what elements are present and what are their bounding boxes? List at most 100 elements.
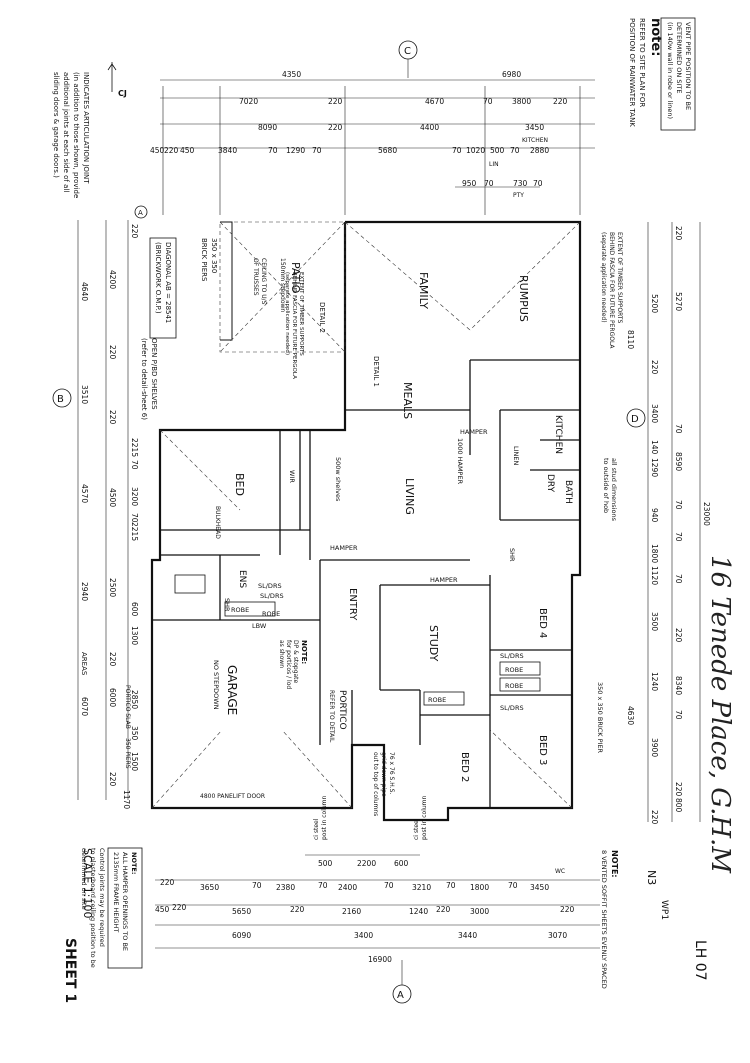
patio-note: 150mm stepdown — [279, 258, 286, 312]
cj-note-line: (in addition to those shown, provide — [72, 72, 80, 198]
dim-top-r1: 6980 — [502, 70, 521, 79]
dim-bottom-r3: 1240 — [409, 907, 428, 916]
cj-arrow-icon: CJ — [107, 62, 127, 98]
robe-bed2: ROBE — [428, 696, 446, 704]
site-address: 16 Tenede Place, G.H.M — [705, 555, 735, 874]
vent-note-line: DETERMINED ON SITE — [675, 22, 683, 93]
control-note-line: determined on site — [80, 848, 88, 910]
dim-left-outer: 4640 — [80, 282, 89, 301]
control-joint-note: Control joints may be required to plaste… — [80, 848, 106, 968]
vent-note-line: (in 140w wall in robe or linen) — [666, 22, 674, 119]
dim-bottom-r2: 3210 — [412, 883, 431, 892]
articulation-joint-note: INDICATES ARTICULATION JOINT (in additio… — [52, 72, 90, 198]
sl-drs-bed4: SL/DRS — [500, 652, 524, 660]
grid-bubble-d — [626, 408, 646, 428]
pergola-l-line: EXTENT OF TIMBER SUPPORTS — [298, 272, 304, 356]
room-kitchen: KITCHEN — [553, 415, 563, 454]
dim-bottom-r2: 70 — [252, 881, 262, 890]
dim-right-mid: 1120 — [650, 566, 659, 585]
post-note-line: grid down pipe — [380, 752, 387, 797]
shelves-500-label: 500w shelves — [334, 457, 342, 502]
ci-post-bot-line: ci steel — [413, 818, 420, 840]
room-rumpus: RUMPUS — [517, 275, 530, 322]
grid-bubble-a-top — [134, 205, 148, 219]
right-dimensions: 5270 8590 8340 23000 5200 220 8110 3400 … — [626, 222, 711, 825]
dim-right-mid: 220 — [650, 810, 659, 825]
top-dimensions: 4350 6980 7020 220 4670 70 3800 220 8090… — [150, 70, 595, 215]
dim-right-mid: 5200 — [650, 294, 659, 313]
sl-drs-ens: SL/DRS — [260, 592, 284, 600]
dim-top-r5: 730 — [513, 179, 528, 188]
dim-right-inner: 70 — [674, 532, 683, 542]
dim-top-r3: 4400 — [420, 123, 439, 132]
dim-bottom-r2: 2400 — [338, 883, 357, 892]
brick-piers-note: 350 x 350 BRICK PIERS — [200, 238, 218, 282]
dim-bottom-r1: 600 — [394, 859, 409, 868]
dim-top-r2: 220 — [553, 97, 568, 106]
tank-note-line: POSITION OF RAINWATER TANK — [628, 18, 636, 127]
dim-top-r5: 70 — [533, 179, 543, 188]
dim-bottom-r3: 220 — [290, 905, 305, 914]
dim-right-inner: 220 — [674, 628, 683, 643]
detail-2: DETAIL 2 — [318, 302, 326, 333]
dim-right-mid: 140 — [650, 440, 659, 455]
dim-right-inner: 70 — [674, 574, 683, 584]
dim-left-outer: 2940 — [80, 582, 89, 601]
dim-right-mid: 8110 — [626, 330, 635, 349]
dim-top-r4: 500 — [490, 146, 505, 155]
garage-note: NOTE: DP & stopgate for porticos / lod a… — [278, 640, 308, 689]
dim-top-r2: 220 — [328, 97, 343, 106]
dim-left-inner: 1500 — [130, 752, 139, 771]
garage-note-line: DP & stopgate — [292, 640, 299, 684]
dim-bottom-r4: 3400 — [354, 931, 373, 940]
room-ens: ENS — [237, 570, 247, 588]
pergola-r-line: BEHIND FASCIA FOR FUTURE PERGOLA — [608, 232, 615, 349]
grid-label-b: B — [57, 394, 64, 405]
dim-bottom-r3: 3000 — [470, 907, 489, 916]
dim-top-r2: 3800 — [512, 97, 531, 106]
shelves-note-line: OPEN P/BD SHELVES — [150, 338, 158, 410]
hamper-label: HAMPER — [330, 544, 358, 552]
bottom-dimensions: 500 2200 600 220 3650 70 2380 70 2400 70… — [155, 795, 600, 964]
dim-left-inner: 350 — [130, 726, 139, 741]
dim-bottom-r4: 6090 — [232, 931, 251, 940]
room-bed4: BED 4 — [537, 608, 548, 638]
piers-350-label: 350 PIERS — [124, 738, 131, 769]
rainwater-tank-note: note: REFER TO SITE PLAN FOR POSITION OF… — [628, 18, 663, 127]
dim-top-r1: 4350 — [282, 70, 301, 79]
patio-note: CEILING TO U/S — [260, 258, 267, 305]
sl-drs-garage: SL/DRS — [258, 582, 282, 590]
room-bed: BED — [233, 473, 246, 496]
hamper-note-line: ALL HAMPER OPENINGS TO BE — [121, 852, 129, 951]
areas-label: AREAS — [80, 652, 88, 676]
room-dry: DRY — [545, 474, 555, 493]
dim-top-r3: 220 — [328, 123, 343, 132]
dim-right-total: 23000 — [702, 502, 711, 526]
dim-top-r2: 7020 — [239, 97, 258, 106]
sheet-label: SHEET 1 — [62, 938, 78, 1003]
dim-bottom-r3: 2160 — [342, 907, 361, 916]
ci-post-bot-line: post in column — [421, 795, 428, 840]
dim-top-kitchen: KITCHEN — [522, 137, 548, 144]
dim-left-outer: 6070 — [80, 697, 89, 716]
dim-right-mid: 3500 — [650, 612, 659, 631]
dim-left-mid: 220 — [108, 345, 117, 360]
diag-note-line: DIAGONAL AB = 28541 — [164, 242, 172, 323]
dim-bottom-r2: 3650 — [200, 883, 219, 892]
cj-note-line: INDICATES ARTICULATION JOINT — [82, 72, 90, 184]
shelves-note: OPEN P/BD SHELVES (refer to detail-sheet… — [140, 338, 158, 420]
hamper-note-line: 2135mm FRAME HEIGHT — [112, 852, 120, 932]
dim-right-inner: 800 — [674, 798, 683, 813]
dim-top-r2: 4670 — [425, 97, 444, 106]
room-portico: PORTICO — [337, 690, 347, 730]
room-shr: SHR — [223, 598, 231, 612]
pergola-note-left: EXTENT OF TIMBER SUPPORTS BEHIND FASCIA … — [284, 272, 304, 379]
dim-left-inner: 600 — [130, 602, 139, 617]
garage-note-line: for porticos / lod — [285, 640, 292, 689]
robe-units — [174, 574, 541, 706]
room-meals: MEALS — [401, 382, 414, 419]
garage-note-line: NOTE: — [300, 640, 308, 664]
dim-top-r4: 70 — [312, 146, 322, 155]
dim-top-pty: PTY — [513, 192, 524, 199]
